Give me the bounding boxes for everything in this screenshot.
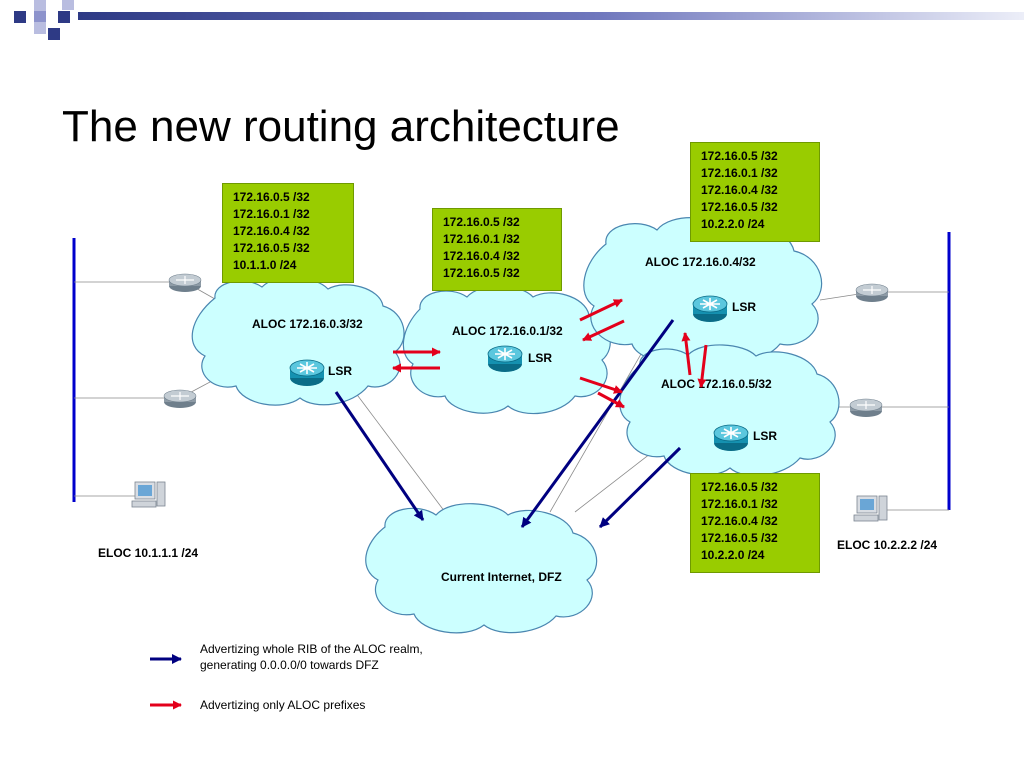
lsr-router-icon: [692, 295, 728, 323]
page-title: The new routing architecture: [62, 102, 620, 151]
legend-red-text: Advertizing only ALOC prefixes: [200, 698, 366, 712]
red-arrow: [582, 319, 625, 342]
red-arrow: [681, 332, 692, 376]
rib-box-aloc4: 172.16.0.5 /32 172.16.0.1 /32 172.16.0.4…: [690, 142, 820, 242]
lsr-label: LSR: [732, 300, 756, 314]
rib-prefix: 10.2.2.0 /24: [701, 548, 765, 562]
rib-prefix: 172.16.0.1 /32: [233, 207, 310, 221]
lsr-label: LSR: [328, 364, 352, 378]
cloud-label-aloc1: ALOC 172.16.0.1/32: [452, 324, 563, 338]
legend-blue-text: Advertizing whole RIB of the ALOC realm,…: [200, 642, 423, 672]
rib-box-aloc1: 172.16.0.5 /32 172.16.0.1 /32 172.16.0.4…: [432, 208, 562, 291]
cloud-internet: [365, 503, 598, 634]
red-arrow: [579, 376, 623, 394]
rib-prefix: 172.16.0.5 /32: [701, 480, 778, 494]
rib-prefix: 172.16.0.1 /32: [701, 166, 778, 180]
router-icon: [163, 389, 197, 409]
eloc-right-label: ELOC 10.2.2.2 /24: [837, 538, 938, 552]
rib-prefix: 172.16.0.4 /32: [443, 249, 520, 263]
rib-prefix: 172.16.0.5 /32: [701, 200, 778, 214]
rib-box-aloc3: 172.16.0.5 /32 172.16.0.1 /32 172.16.0.4…: [222, 183, 354, 283]
rib-prefix: 172.16.0.5 /32: [701, 531, 778, 545]
rib-prefix: 172.16.0.4 /32: [233, 224, 310, 238]
rib-prefix: 172.16.0.4 /32: [701, 514, 778, 528]
header-decoration: [14, 0, 1024, 40]
cloud-label-aloc4: ALOC 172.16.0.4/32: [645, 255, 756, 269]
red-arrow: [597, 391, 625, 409]
rib-box-aloc5: 172.16.0.5 /32 172.16.0.1 /32 172.16.0.4…: [690, 473, 820, 573]
lsr-label: LSR: [528, 351, 552, 365]
eloc-left-label: ELOC 10.1.1.1 /24: [98, 546, 199, 560]
router-icon: [855, 283, 889, 303]
rib-prefix: 172.16.0.5 /32: [443, 266, 520, 280]
workstation-icon: [853, 495, 888, 522]
router-icon: [849, 398, 883, 418]
lsr-router-icon: [487, 345, 523, 373]
rib-prefix: 10.2.2.0 /24: [701, 217, 765, 231]
workstation-icon: [131, 481, 166, 508]
blue-arrow: [334, 391, 425, 521]
cloud-label-aloc3: ALOC 172.16.0.3/32: [252, 317, 363, 331]
rib-prefix: 172.16.0.5 /32: [233, 241, 310, 255]
red-arrow: [579, 298, 623, 322]
rib-prefix: 172.16.0.5 /32: [233, 190, 310, 204]
blue-arrow: [598, 446, 682, 529]
cloud-aloc5: [619, 344, 840, 477]
red-arrow: [697, 344, 708, 388]
blue-arrow: [520, 319, 675, 528]
rib-prefix: 172.16.0.5 /32: [443, 215, 520, 229]
lsr-router-icon: [713, 424, 749, 452]
rib-prefix: 172.16.0.4 /32: [701, 183, 778, 197]
rib-prefix: 172.16.0.5 /32: [701, 149, 778, 163]
cloud-label-aloc5: ALOC 172.16.0.5/32: [661, 377, 772, 391]
router-icon: [168, 273, 202, 293]
cloud-label-internet: Current Internet, DFZ: [441, 570, 562, 584]
cloud-aloc3: [191, 276, 405, 406]
rib-prefix: 172.16.0.1 /32: [701, 497, 778, 511]
rib-prefix: 172.16.0.1 /32: [443, 232, 520, 246]
lsr-router-icon: [289, 359, 325, 387]
lsr-label: LSR: [753, 429, 777, 443]
rib-prefix: 10.1.1.0 /24: [233, 258, 297, 272]
